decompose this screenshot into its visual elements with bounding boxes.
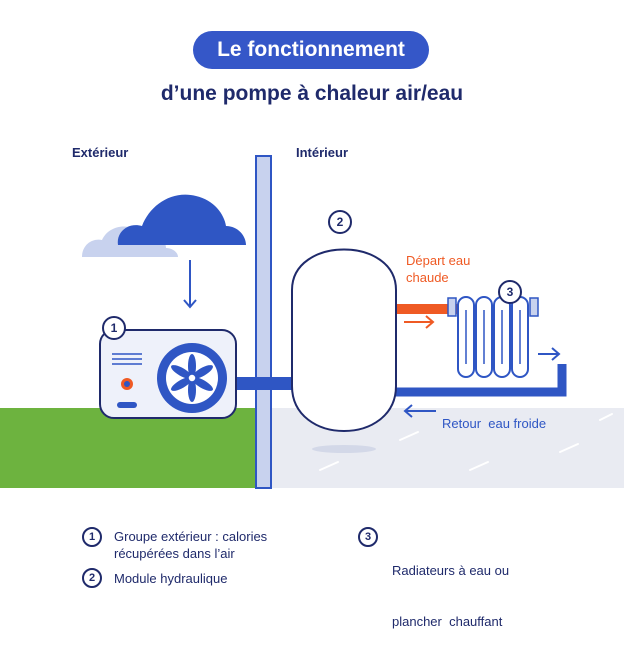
- pipe-exterior-to-module: [220, 377, 294, 390]
- legend-item-1-line1: Groupe extérieur : calories: [114, 529, 268, 544]
- exterior-grass: [0, 408, 256, 488]
- page-subtitle: d’une pompe à chaleur air/eau: [160, 82, 464, 105]
- marker-3-circle: [498, 280, 522, 304]
- marker-3: 3: [507, 285, 514, 299]
- legend-number-2: 2: [82, 568, 102, 588]
- marker-2: 2: [337, 215, 344, 229]
- page-title: Le fonctionnement: [217, 38, 405, 61]
- legend-item-3-line1: Radiateurs à eau ou: [392, 563, 510, 578]
- hot-water-label-line1: Départ eau: [406, 253, 471, 268]
- interior-label: Intérieur: [296, 145, 349, 160]
- title-pill: Le fonctionnement: [193, 31, 429, 69]
- wall: [255, 155, 272, 489]
- hot-pipe: [396, 304, 460, 314]
- floor-texture: [319, 413, 613, 471]
- cold-water-label: Retour eau froide: [442, 416, 547, 431]
- outdoor-unit: [99, 329, 237, 419]
- hot-water-label-line2: chaude: [406, 270, 449, 285]
- legend-number-3: 3: [358, 527, 378, 547]
- cold-pipe: [396, 364, 567, 397]
- radiator: [447, 296, 539, 378]
- legend-item-2: Module hydraulique: [114, 570, 227, 587]
- hot-water-arrow-icon: [404, 315, 435, 329]
- marker-1: 1: [111, 321, 118, 335]
- marker-1-circle: [102, 316, 126, 340]
- cloud-large-icon: [117, 194, 246, 245]
- legend-item-1-line2: récupérées dans l’air: [114, 546, 235, 561]
- legend-item-2-line1: Module hydraulique: [114, 571, 228, 586]
- exterior-label: Extérieur: [72, 145, 129, 160]
- legend-item-1: Groupe extérieur : calories récupérées d…: [114, 528, 267, 562]
- cold-water-arrow-icon: [403, 404, 436, 418]
- marker-2-circle: [328, 210, 352, 234]
- diagram-canvas: 1 2 3: [0, 155, 624, 489]
- down-arrow-icon: [183, 260, 197, 309]
- hydraulic-module: [291, 248, 397, 453]
- hot-water-label: Départ eau chaude: [406, 252, 470, 286]
- radiator-out-arrow-icon: [538, 347, 561, 361]
- legend-item-3: Radiateurs à eau ou plancher chauffant: [392, 528, 509, 664]
- legend-item-3-line2: plancher chauffant: [392, 614, 503, 629]
- legend-number-1: 1: [82, 527, 102, 547]
